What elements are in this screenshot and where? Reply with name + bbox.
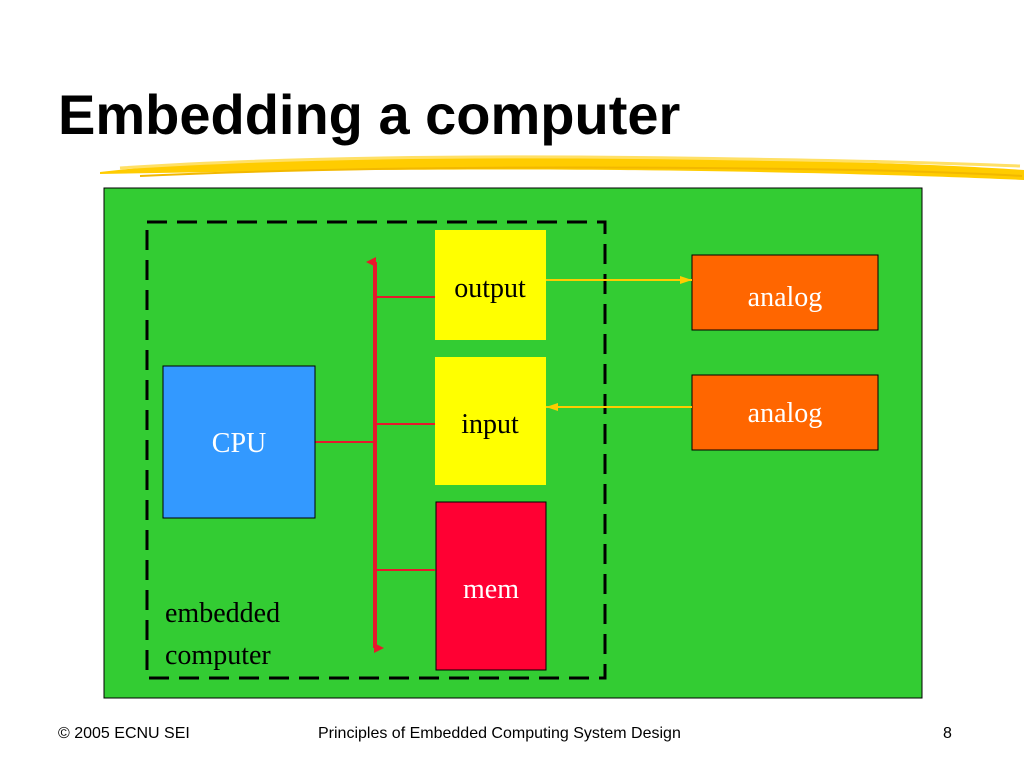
analog-output-block (691, 254, 879, 331)
output-label: output (454, 273, 526, 304)
input-label: input (461, 409, 519, 440)
output-block (435, 230, 546, 340)
footer-page-number: 8 (943, 725, 952, 742)
analog-input-label: analog (748, 398, 823, 429)
analog-input-block (691, 374, 879, 451)
input-block (435, 357, 546, 485)
mem-block (435, 501, 547, 671)
cpu-label: CPU (212, 428, 266, 459)
slide-title: Embedding a computer (58, 83, 681, 146)
mem-label: mem (463, 574, 519, 605)
embedded-computer-label-line1: embedded (165, 598, 280, 629)
footer-course-title: Principles of Embedded Computing System … (318, 725, 681, 742)
cpu-block (162, 365, 316, 519)
title-underline (100, 155, 1024, 180)
embedded-computer-boundary (145, 220, 607, 680)
embedded-computer-label-line2: computer (165, 640, 271, 671)
footer-copyright: © 2005 ECNU SEI (58, 725, 190, 742)
analog-output-label: analog (748, 282, 823, 313)
